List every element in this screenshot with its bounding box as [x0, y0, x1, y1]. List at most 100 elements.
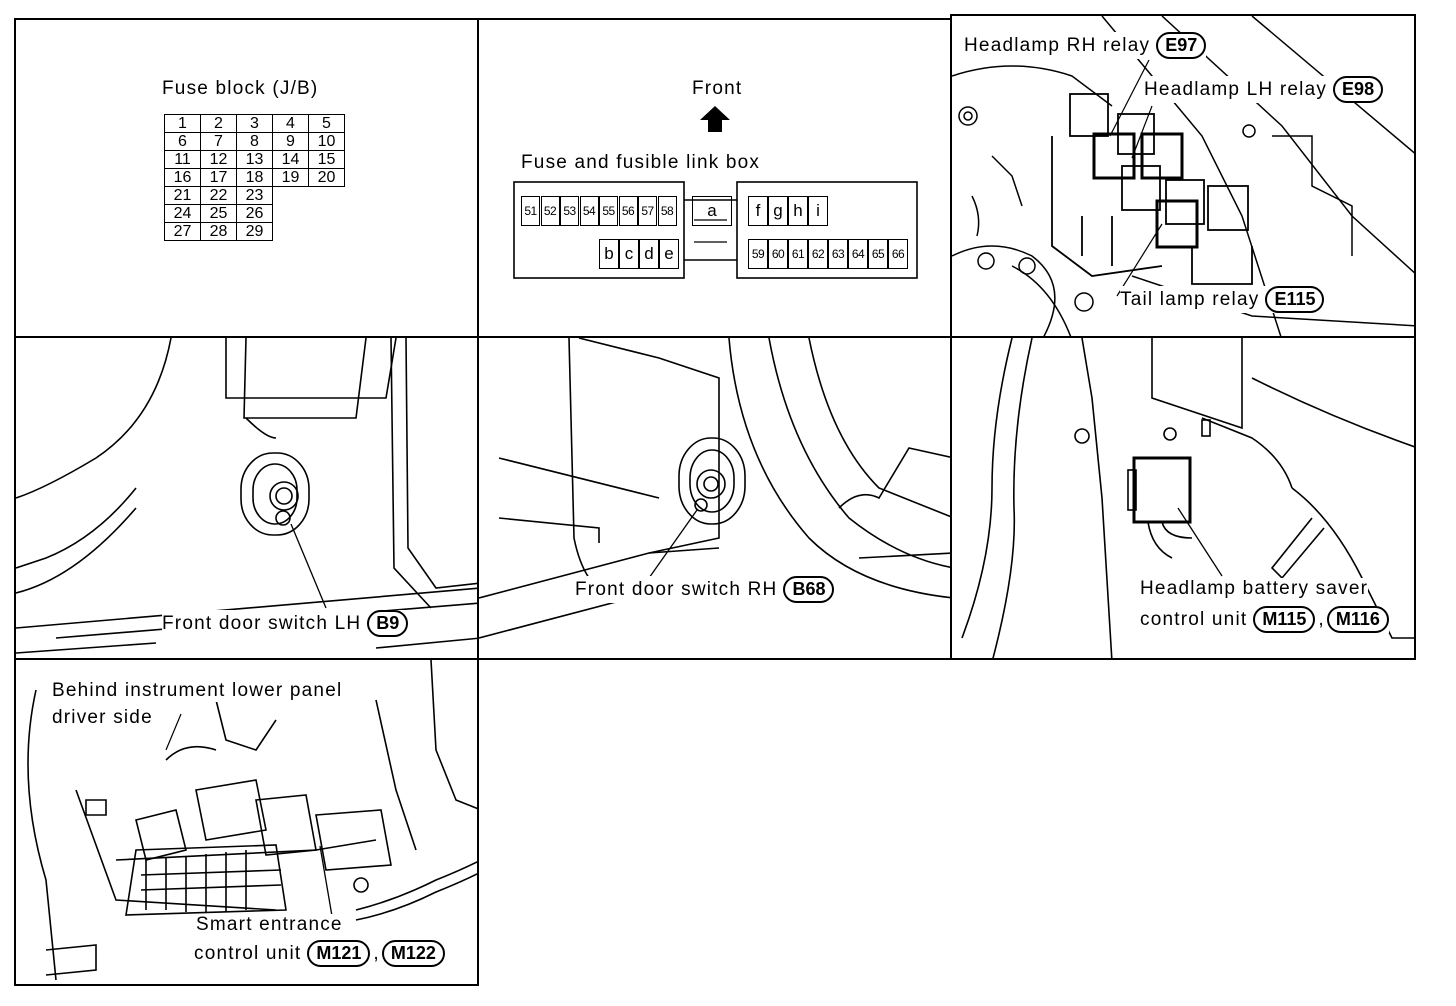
fuse-cell: 27: [164, 222, 201, 241]
fuse-cell: 24: [164, 204, 201, 223]
fuse-cell: 66: [888, 239, 908, 269]
fusible-link-cell: d: [639, 239, 659, 269]
fuse-cell: 26: [236, 204, 273, 223]
relay-engine-bay-illustration: [952, 16, 1414, 336]
battery-saver-illustration: [961, 338, 1414, 658]
fuse-cell: 53: [560, 196, 579, 226]
fuse-cell: 19: [272, 168, 309, 187]
fuse-cell: 3: [236, 114, 273, 133]
fusible-link-cell: a: [692, 196, 732, 226]
fuse-cell: 17: [200, 168, 237, 187]
fusible-link-cell: c: [619, 239, 639, 269]
fuse-cell: 6: [164, 132, 201, 151]
fusible-link-box-title: Fuse and fusible link box: [521, 152, 761, 173]
fuse-cell: 4: [272, 114, 309, 133]
fuse-empty: [273, 205, 309, 223]
smart-entrance-location-line2: driver side: [52, 707, 153, 729]
fusible-link-cell: b: [599, 239, 619, 269]
smart-entrance-code2: M122: [381, 940, 445, 967]
fuse-cell: 61: [788, 239, 808, 269]
fuse-empty: [309, 187, 345, 205]
fuse-cell: 57: [638, 196, 657, 226]
fuse-cell: 5: [308, 114, 345, 133]
fusible-link-cell: g: [768, 196, 788, 226]
fuse-empty: [309, 205, 345, 223]
fuse-cell: 63: [828, 239, 848, 269]
fuse-cell: 16: [164, 168, 201, 187]
fusible-link-cell: e: [659, 239, 679, 269]
fuse-cell: 7: [200, 132, 237, 151]
fuse-cell: 22: [200, 186, 237, 205]
fuse-cell: 51: [521, 196, 540, 226]
fuse-cell: 23: [236, 186, 273, 205]
battery-saver-code1: M115: [1253, 606, 1316, 633]
tail-lamp-relay-code: E115: [1265, 286, 1325, 313]
fuse-cell: 2: [200, 114, 237, 133]
fuse-cell: 54: [579, 196, 599, 226]
smart-entrance-illustration: [27, 660, 477, 981]
fuse-cell: 60: [768, 239, 788, 269]
headlamp-lh-relay-code: E98: [1333, 76, 1384, 103]
fuse-cell: 62: [808, 239, 828, 269]
fusible-link-cell: h: [788, 196, 808, 226]
fuse-cell: 15: [308, 150, 345, 169]
smart-entrance-line1: Smart entrance: [196, 914, 343, 936]
fuse-cell: 55: [599, 196, 618, 226]
headlamp-rh-relay-code: E97: [1156, 32, 1207, 59]
fuse-empty: [273, 187, 309, 205]
door-rh-illustration: [479, 338, 950, 639]
fuse-cell: 9: [272, 132, 309, 151]
fuse-cell: 12: [200, 150, 237, 169]
fuse-empty: [273, 223, 309, 241]
fuse-cell: 20: [308, 168, 345, 187]
front-arrow-icon: [513, 106, 918, 279]
fuse-cell: 21: [164, 186, 201, 205]
fuse-cell: 56: [618, 196, 638, 226]
fuse-cell: 18: [236, 168, 273, 187]
fusible-link-cell: f: [748, 196, 768, 226]
fuse-cell: 14: [272, 150, 309, 169]
fuse-cell: 28: [200, 222, 237, 241]
smart-entrance-code1: M121: [307, 940, 371, 967]
fuse-block-title: Fuse block (J/B): [162, 78, 319, 99]
front-label: Front: [692, 78, 743, 99]
battery-saver-code2: M116: [1326, 606, 1389, 633]
fuse-cell: 13: [236, 150, 273, 169]
fuse-cell: 8: [236, 132, 273, 151]
fuse-cell: 1: [164, 114, 201, 133]
fuse-cell: 52: [540, 196, 560, 226]
fuse-cell: 65: [868, 239, 888, 269]
fuse-cell: 11: [164, 150, 201, 169]
fuse-cell: 58: [657, 196, 677, 226]
panel-smart-entrance: Behind instrument lower panel driver sid…: [14, 658, 479, 986]
door-lh-illustration: [16, 338, 477, 654]
fuse-cell: 10: [308, 132, 345, 151]
fuse-cell: 29: [236, 222, 273, 241]
fusible-link-cell: i: [808, 196, 828, 226]
fuse-empty: [309, 223, 345, 241]
smart-entrance-location-line1: Behind instrument lower panel: [52, 680, 343, 702]
fuse-cell: 59: [748, 239, 768, 269]
door-switch-lh-code: B9: [367, 610, 409, 637]
fuse-cell: 25: [200, 204, 237, 223]
